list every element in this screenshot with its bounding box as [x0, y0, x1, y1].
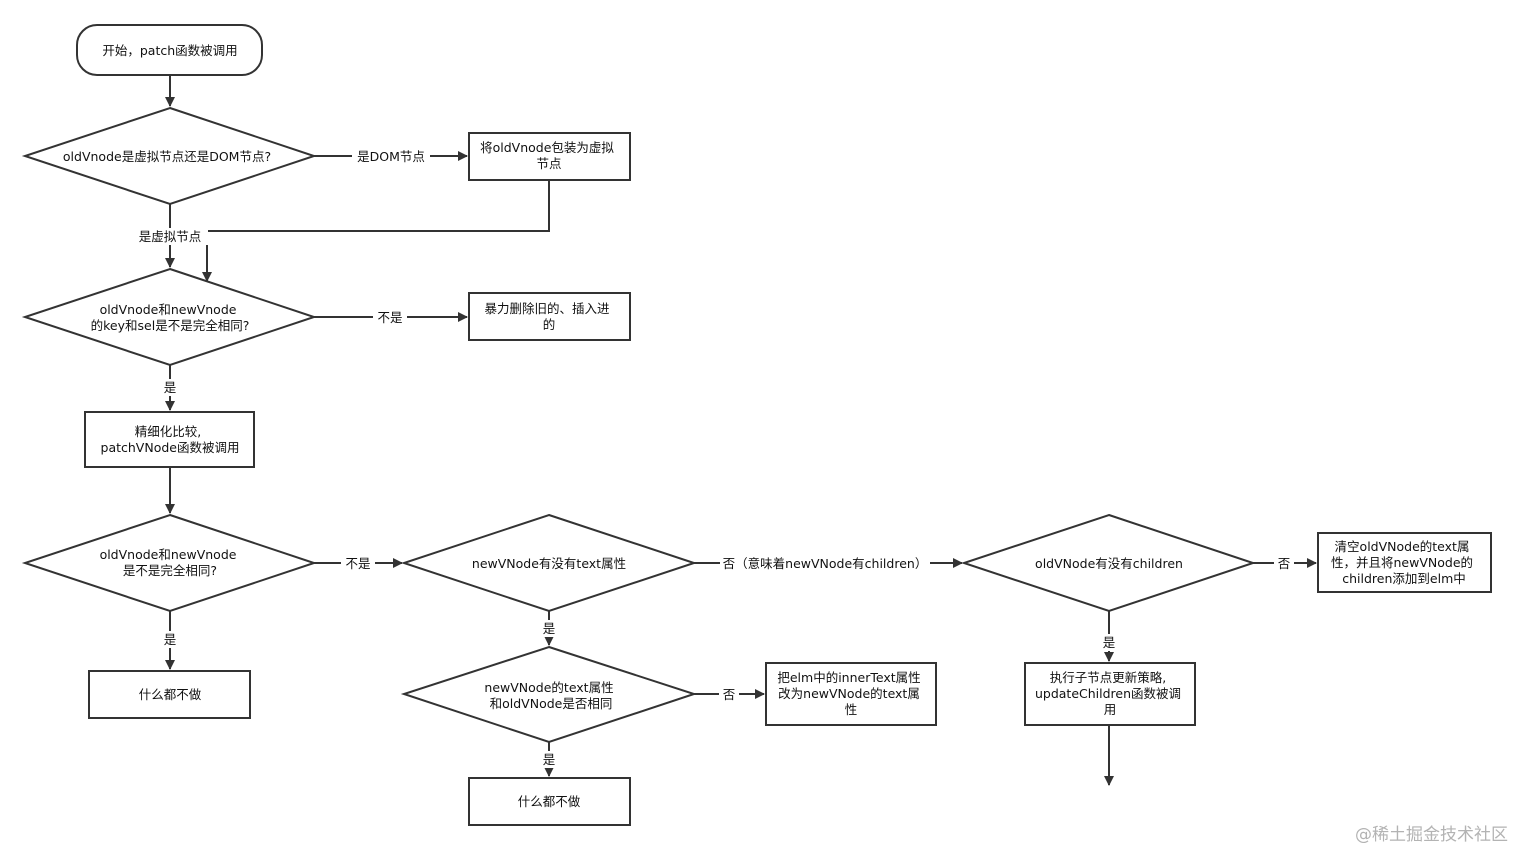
- update-children-text: 执行子节点更新策略, updateChildren函数被调 用: [1035, 670, 1185, 717]
- edge-label-no-text-diff: 否: [723, 687, 736, 702]
- edge-label-no-old-children: 否: [1278, 556, 1291, 571]
- fully-same-text: oldVnode和newVnode 是不是完全相同?: [100, 547, 241, 578]
- start-text: 开始，patch函数被调用: [102, 43, 237, 58]
- brute-replace-text: 暴力删除旧的、插入进 的: [485, 301, 614, 332]
- has-text-text: newVNode有没有text属性: [472, 556, 626, 571]
- edge-label-no-children-means: 否（意味着newVNode有children）: [723, 556, 928, 571]
- do-nothing-1-process: [88, 670, 251, 719]
- node-shapes: [21, 24, 1492, 826]
- wrap-vnode-process: [468, 132, 631, 181]
- do-nothing-2-process: [468, 777, 631, 826]
- has-text-decision: [400, 513, 698, 613]
- is-vnode-decision: [21, 106, 318, 206]
- node-texts: 开始，patch函数被调用 oldVnode是虚拟节点还是DOM节点? 将old…: [63, 43, 1477, 809]
- fully-same-decision: [21, 513, 318, 613]
- clear-and-add-text: 清空oldVNode的text属 性，并且将newVNode的 children…: [1331, 539, 1477, 586]
- watermark: @稀土掘金技术社区: [1355, 825, 1508, 845]
- edge-label-yes-2: 是: [164, 632, 177, 647]
- is-vnode-text: oldVnode是虚拟节点还是DOM节点?: [63, 149, 271, 164]
- edge-wrap-to-same-key: [202, 180, 550, 282]
- edge-label-yes-text: 是: [543, 621, 556, 636]
- clear-and-add-process: [1317, 532, 1492, 593]
- do-nothing-2-text: 什么都不做: [518, 794, 581, 809]
- edge-label-is-dom: 是DOM节点: [357, 149, 425, 164]
- patch-vnode-process: [84, 411, 255, 468]
- update-children-process: [1024, 662, 1196, 726]
- old-has-children-text: oldVNode有没有children: [1035, 556, 1183, 571]
- edge-label-not-same-2: 不是: [345, 556, 371, 571]
- same-key-sel-decision: [21, 267, 318, 367]
- start-terminal: [76, 24, 263, 76]
- edge-label-yes-old-children: 是: [1103, 635, 1116, 650]
- set-inner-text-process: [765, 662, 937, 726]
- text-same-decision: [400, 645, 698, 744]
- edge-label-yes-1: 是: [164, 380, 177, 395]
- edge-label-yes-text-same: 是: [543, 752, 556, 767]
- old-has-children-decision: [960, 513, 1257, 613]
- wrap-vnode-text: 将oldVnode包装为虚拟 节点: [480, 140, 618, 171]
- edge-label-not-same-1: 不是: [377, 310, 403, 325]
- same-key-sel-text: oldVnode和newVnode 的key和sel是不是完全相同?: [91, 302, 250, 333]
- set-inner-text-text: 把elm中的innerText属性 改为newVNode的text属 性: [777, 670, 924, 717]
- patch-vnode-text: 精细化比较, patchVNode函数被调用: [101, 424, 240, 455]
- edge-label-is-virtual: 是虚拟节点: [139, 229, 202, 244]
- brute-replace-process: [468, 292, 631, 341]
- edge-labels: 是DOM节点 是虚拟节点 不是 是 不是 是 否（意味着newVNode有chi…: [132, 148, 1294, 768]
- do-nothing-1-text: 什么都不做: [139, 687, 202, 702]
- text-same-text: newVNode的text属性 和oldVNode是否相同: [484, 680, 617, 711]
